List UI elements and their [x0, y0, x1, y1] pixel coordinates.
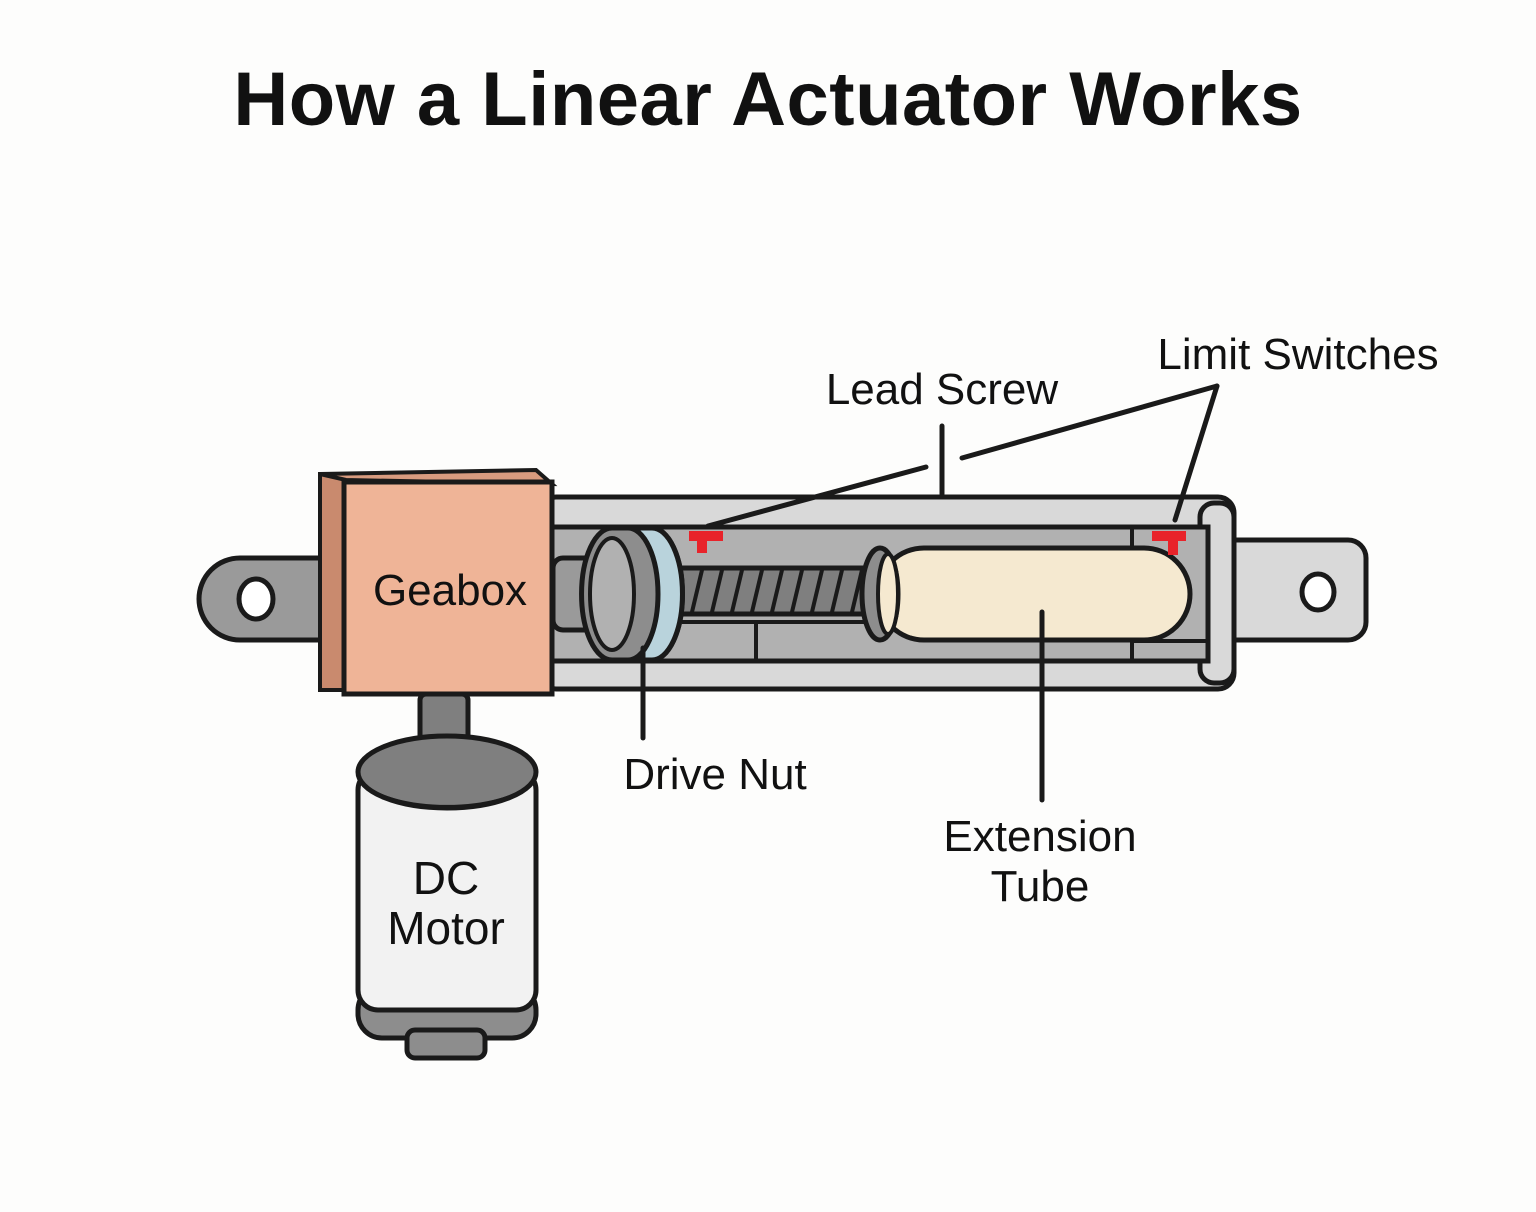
limit-switch-leader-upper — [959, 383, 1220, 461]
diagram-title: How a Linear Actuator Works — [233, 57, 1303, 142]
limit-switches-label: Limit Switches — [1157, 330, 1438, 379]
limit-switch-left — [689, 531, 723, 553]
limit-switch-right — [1152, 531, 1186, 555]
extension-tube — [859, 545, 1193, 643]
leader-lines — [640, 383, 1220, 803]
limit-switch-leader-lower — [705, 464, 929, 529]
motor-label-line2: Motor — [387, 902, 505, 954]
motor-label-line1: DC — [413, 852, 479, 904]
gearbox — [318, 467, 558, 697]
extension-tube-label-line1: Extension — [943, 812, 1136, 861]
limit-switch-leader-right — [1172, 383, 1220, 523]
lead-screw — [669, 565, 885, 617]
gearbox-label: Geabox — [373, 566, 527, 615]
drive-nut-label: Drive Nut — [623, 750, 806, 799]
lead-screw-label: Lead Screw — [826, 365, 1059, 414]
front-rod-end — [1231, 537, 1369, 643]
extension-tube-label-line2: Tube — [991, 862, 1090, 911]
dc-motor — [355, 691, 539, 1061]
drive-nut — [579, 525, 685, 663]
rear-clevis — [196, 555, 343, 643]
